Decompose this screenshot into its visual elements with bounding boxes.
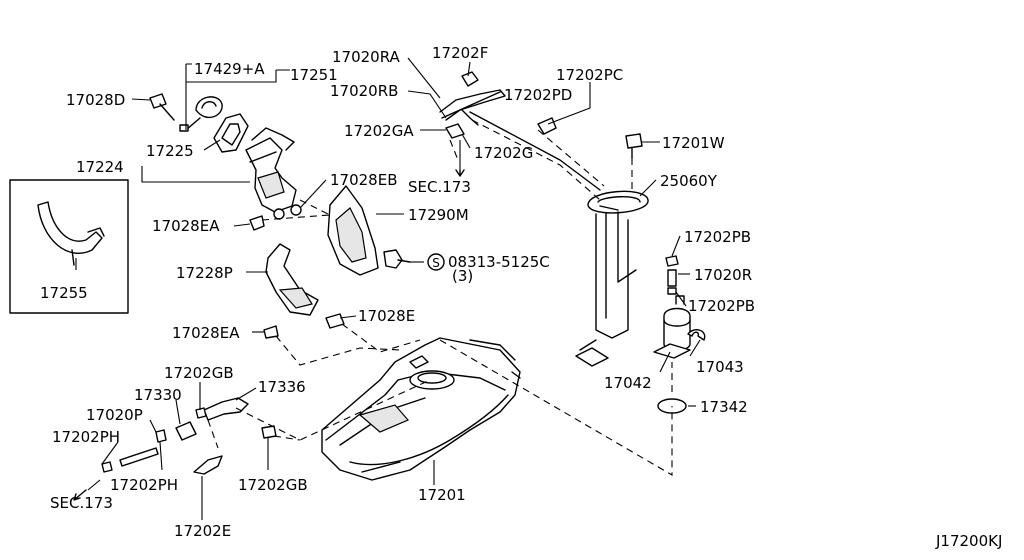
label-17202PD: 17202PD (504, 86, 572, 104)
label-sec173-top: SEC.173 (408, 178, 471, 196)
label-17020RA: 17020RA (332, 48, 401, 66)
label-17020RB: 17020RB (330, 82, 398, 100)
clamp-17202PH-2 (155, 429, 167, 443)
tube-17020P (119, 447, 159, 467)
label-17251: 17251 (290, 66, 338, 84)
s-mark-symbol: S (427, 253, 445, 271)
inset-box-17255 (9, 179, 129, 314)
fuel-cap-17251 (185, 96, 223, 131)
label-17202PB-1: 17202PB (684, 228, 751, 246)
clip-17043 (687, 329, 706, 341)
label-17290M: 17290M (408, 206, 469, 224)
label-17202GB-1: 17202GB (164, 364, 234, 382)
label-17342: 17342 (700, 398, 748, 416)
label-17028E: 17028E (358, 307, 415, 325)
diagram-code: J17200KJ (935, 532, 1002, 550)
protector-17290M (327, 185, 379, 276)
clamp-17028EA-1 (249, 215, 265, 231)
label-17201: 17201 (418, 486, 466, 504)
filler-tube-17224 (245, 127, 297, 220)
filter-17330 (175, 421, 197, 441)
label-17202PC: 17202PC (556, 66, 623, 84)
label-17202GB-2: 17202GB (238, 476, 308, 494)
clamp-17202PH-1 (101, 461, 113, 473)
fuel-gauge-unit-25060Y (575, 190, 649, 367)
label-17202F: 17202F (432, 44, 488, 62)
s-mark-text: S (432, 256, 440, 270)
label-17020P: 17020P (86, 406, 143, 424)
tube-17020R (665, 255, 679, 295)
label-17028D: 17028D (66, 91, 125, 109)
label-17020R: 17020R (694, 266, 752, 284)
label-17336: 17336 (258, 378, 306, 396)
strap-bracket-17255 (37, 201, 105, 266)
label-17202PB-2: 17202PB (688, 297, 755, 315)
label-17202E: 17202E (174, 522, 231, 540)
label-17028EB: 17028EB (330, 171, 398, 189)
dashed-lines (207, 119, 673, 476)
bolt-08313 (383, 249, 411, 269)
label-17028EA-2: 17028EA (172, 324, 240, 342)
clamp-17028E (325, 313, 345, 329)
hose-17202E (193, 455, 223, 475)
label-17224: 17224 (76, 158, 124, 176)
label-17202PH-1: 17202PH (52, 428, 120, 446)
label-17043: 17043 (696, 358, 744, 376)
label-17202GA: 17202GA (344, 122, 414, 140)
part-labels: 17020RA 17202F 17202PC 17020RB 17202PD 1… (40, 44, 1002, 550)
label-bolt-08313: 08313-5125C (448, 253, 550, 271)
label-sec173-bottom: SEC.173 (50, 494, 113, 512)
label-17255: 17255 (40, 284, 88, 302)
bolt-17201W (625, 133, 643, 159)
label-25060Y: 25060Y (660, 172, 718, 190)
leader-lines (73, 57, 701, 520)
label-17330: 17330 (134, 386, 182, 404)
label-17028EA-1: 17028EA (152, 217, 220, 235)
clip-17028D-small (179, 124, 189, 132)
label-17042: 17042 (604, 374, 652, 392)
fuel-tank-17201 (321, 337, 521, 481)
label-17201W: 17201W (662, 134, 725, 152)
vent-tubes-17020R (439, 71, 601, 191)
clamp-17028EA-2 (263, 325, 279, 339)
clip-17202PD (537, 117, 557, 135)
clamp-17202GB-2 (261, 425, 277, 439)
label-17228P: 17228P (176, 264, 233, 282)
label-17225: 17225 (146, 142, 194, 160)
label-17429A: 17429+A (194, 60, 265, 78)
label-17202G: 17202G (474, 144, 533, 162)
label-bolt-qty: (3) (452, 267, 473, 285)
gasket-17225 (213, 113, 249, 153)
clamp-17028EB (290, 204, 302, 216)
fuel-pump-17042 (653, 295, 691, 359)
hose-17228P (265, 243, 319, 316)
label-17202PH-2: 17202PH (110, 476, 178, 494)
clamp-17202GB-1 (195, 407, 207, 419)
bolt-17028D (149, 93, 175, 121)
hose-17336 (203, 397, 249, 421)
